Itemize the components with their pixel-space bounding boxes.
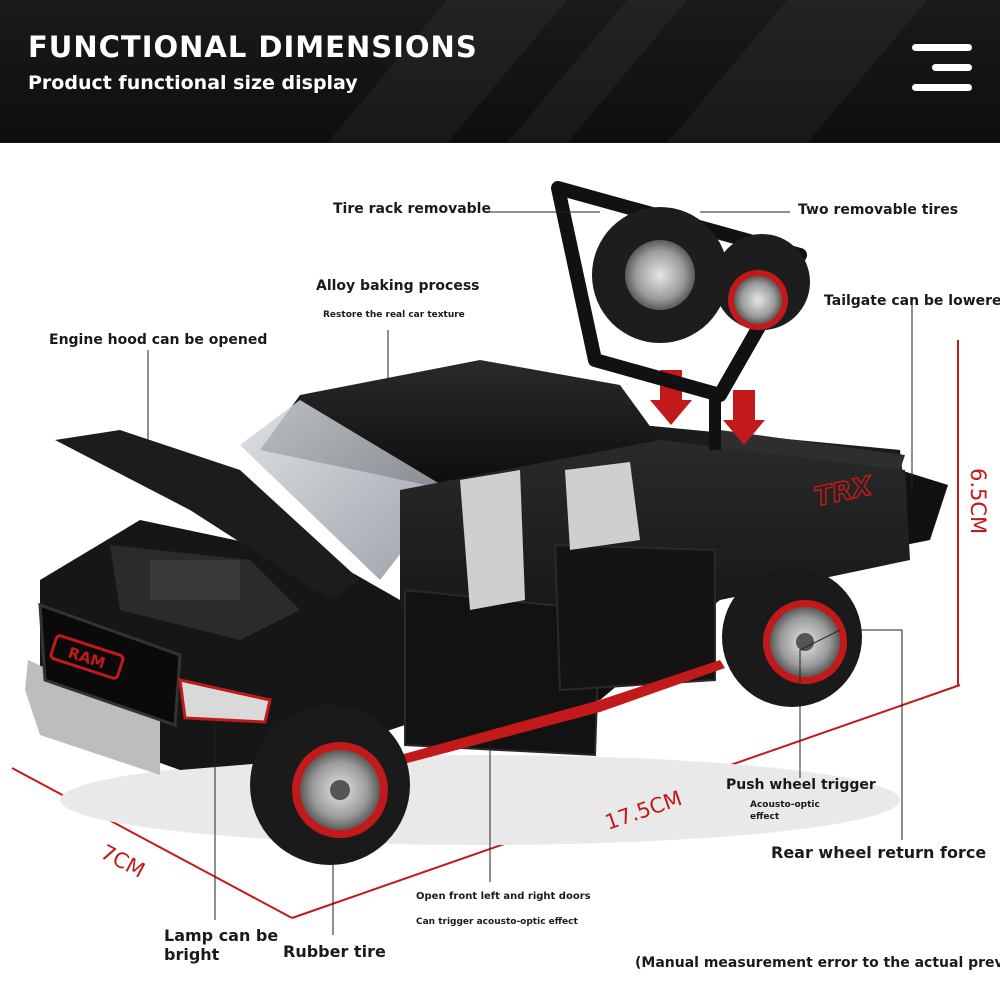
callout-rubber: Rubber tire	[283, 942, 386, 961]
callout-push-wheel-sub1: Acousto-optic	[750, 800, 820, 810]
spare-tire-right	[714, 234, 810, 330]
rear-wheel	[722, 567, 862, 707]
callout-tailgate: Tailgate can be lowered	[824, 293, 1000, 309]
callout-push-wheel-sub2: effect	[750, 812, 780, 822]
page-title: FUNCTIONAL DIMENSIONS	[28, 30, 478, 64]
page-subtitle: Product functional size display	[28, 72, 358, 94]
callout-doors: Open front left and right doors	[416, 891, 591, 902]
callout-lamp-line1: Lamp can be	[164, 926, 279, 945]
callout-alloy-sub: Restore the real car texture	[323, 310, 465, 320]
callout-tire-rack: Tire rack removable	[333, 201, 491, 217]
callout-hood: Engine hood can be opened	[49, 332, 268, 348]
callout-lamp-line2: bright	[164, 945, 220, 964]
callout-alloy: Alloy baking process	[316, 278, 480, 294]
tire-rack	[551, 181, 807, 450]
dimension-height: 6.5CM	[966, 468, 990, 535]
measurement-note: (Manual measurement error to the actual …	[635, 955, 1000, 971]
callout-two-tires: Two removable tires	[798, 202, 959, 218]
front-wheel	[250, 705, 410, 865]
callout-rear-wheel: Rear wheel return force	[771, 843, 987, 862]
leader-lines	[147, 211, 913, 935]
callout-doors-sub: Can trigger acousto-optic effect	[416, 917, 578, 927]
header-banner: FUNCTIONAL DIMENSIONS Product functional…	[0, 0, 1000, 143]
pickup-truck: RAM TRX	[25, 360, 948, 775]
callout-push-wheel: Push wheel trigger	[726, 777, 876, 793]
spare-tire-left	[592, 207, 728, 343]
menu-icon[interactable]	[908, 44, 972, 94]
